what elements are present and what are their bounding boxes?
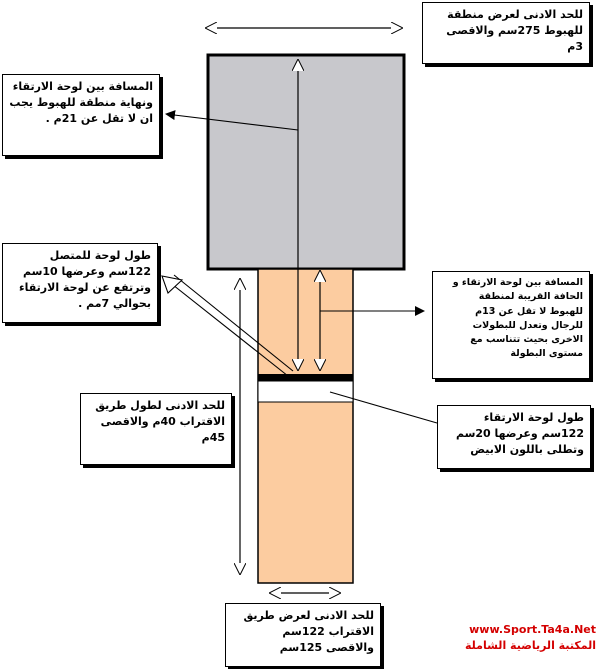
- label-line: الحافة القريبة لمنطقة: [478, 291, 583, 303]
- takeoff-board-pointer: [329, 391, 438, 424]
- runway-width-label: للحد الادنى لعرض طريق الاقتراب 122سم وال…: [225, 603, 381, 667]
- label-line: الاقتراب 122سم: [282, 624, 374, 638]
- label-line: للرجال وتعدل للبطولات: [472, 319, 583, 331]
- label-line: للحد الادنى لطول طريق: [95, 399, 225, 412]
- board-to-landing-end-label: المسافة بين لوحة الارتقاء ونهاية منطقة ل…: [2, 74, 160, 156]
- takeoff-board-label: طول لوحة الارتقاء 122سم وعرضها 20سم وتطل…: [437, 405, 591, 469]
- label-line: 122سم وعرضها 10سم: [22, 264, 151, 278]
- label-line: 122سم وعرضها 20سم: [455, 426, 584, 440]
- label-line: مستوى البطولة: [510, 348, 583, 360]
- label-line: الاقتراب 40م والاقصى: [100, 414, 225, 428]
- label-line: الاخرى بحيث تتناسب مع: [470, 334, 583, 345]
- label-line: 3م: [567, 39, 583, 53]
- label-line: للحد الادنى لعرض منطقة: [447, 8, 583, 21]
- connector-board-pointer: [161, 274, 294, 377]
- label-line: للهبوط 275سم والاقصى: [446, 23, 583, 37]
- label-line: ان لا تقل عن 21م .: [45, 111, 153, 125]
- connector-board-label: طول لوحة للمتصل 122سم وعرضها 10سم وترتفع…: [2, 243, 158, 323]
- runway-length-label: للحد الادنى لطول طريق الاقتراب 40م والاق…: [80, 393, 232, 465]
- label-line: طول لوحة للمتصل: [49, 249, 151, 262]
- label-line: للحد الادنى لعرض طريق: [243, 609, 375, 622]
- watermark: www.Sport.Ta4a.Net المكتبة الرياضية الشا…: [452, 622, 596, 654]
- label-line: ونهاية منطقة للهبوط يجب: [9, 95, 153, 109]
- label-line: 45م: [201, 430, 225, 444]
- watermark-url[interactable]: www.Sport.Ta4a.Net: [469, 623, 596, 636]
- label-line: المسافة بين لوحة الارتقاء و: [452, 277, 583, 288]
- runway: [257, 268, 354, 584]
- plasticine-strip: [258, 374, 353, 381]
- label-line: طول لوحة الارتقاء: [483, 411, 584, 424]
- board-to-landing-pointer: [165, 110, 299, 131]
- label-line: وترتفع عن لوحة الارتقاء: [19, 280, 151, 294]
- landing-area: [206, 53, 406, 271]
- label-line: بحوالي 7مم .: [78, 296, 151, 310]
- landing-width-label: للحد الادنى لعرض منطقة للهبوط 275سم والا…: [422, 2, 590, 64]
- label-line: المسافة بين لوحة الارتقاء: [12, 80, 153, 93]
- label-line: للهبوط لا تقل عن 13م: [475, 305, 583, 317]
- board-to-near-edge-label: المسافة بين لوحة الارتقاء و الحافة القري…: [432, 271, 590, 379]
- takeoff-board: [257, 380, 354, 403]
- label-line: والاقصى 125سم: [279, 640, 374, 654]
- watermark-name: المكتبة الرياضية الشاملة: [465, 638, 596, 652]
- label-line: وتطلى باللون الابيض: [470, 442, 584, 456]
